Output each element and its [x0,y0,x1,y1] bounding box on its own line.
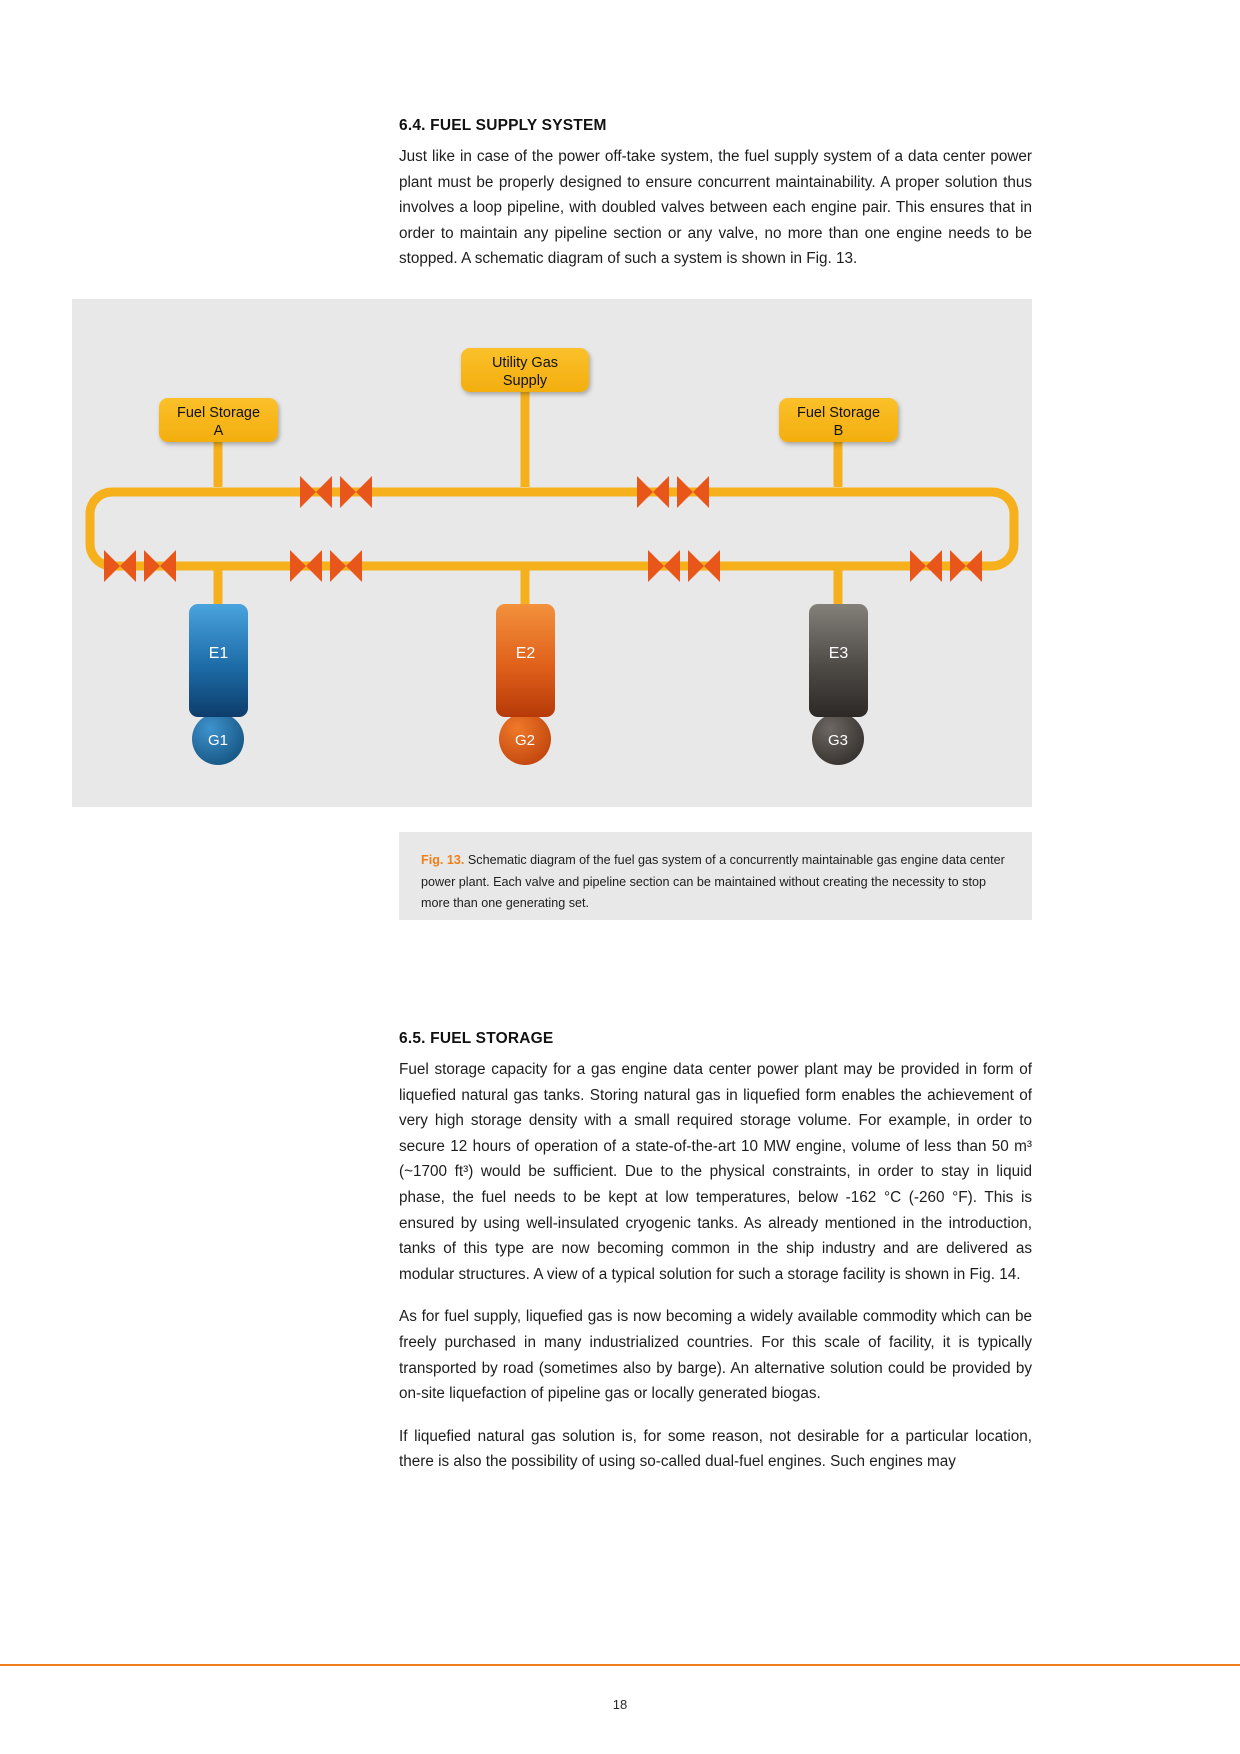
figure-caption-label: Fig. 13. [421,853,465,867]
figure-caption-text: Fig. 13. Schematic diagram of the fuel g… [421,850,1010,915]
engine-unit-2[interactable]: G2 E2 [496,604,555,765]
section-heading-fuel-storage: 6.5. FUEL STORAGE [399,1030,554,1047]
figure-caption-body: Schematic diagram of the fuel gas system… [421,853,1005,910]
valve-group-lower [104,550,982,582]
fuel-storage-b-label-line2: B [834,423,844,439]
section-fuel-storage: 6.5. FUEL STORAGE Fuel storage capacity … [399,1030,1032,1475]
engine-unit-3[interactable]: G3 E3 [809,604,868,765]
valve-lower-1b[interactable] [144,550,176,582]
valve-lower-4a[interactable] [910,550,942,582]
engine-e3-body[interactable] [809,604,868,717]
footer-rule [0,1664,1240,1666]
engine-e2-label: E2 [516,645,536,662]
valve-upper-1a[interactable] [300,476,332,508]
pipe-network [85,389,1019,604]
valve-upper-2b[interactable] [677,476,709,508]
source-fuel-storage-a[interactable]: Fuel Storage A [159,398,278,442]
valve-lower-1a[interactable] [104,550,136,582]
fuel-storage-a-box[interactable] [159,398,278,442]
fuel-system-schematic: Fuel Storage A Utility Gas Supply Fuel S… [85,348,1019,765]
source-utility-gas-supply[interactable]: Utility Gas Supply [461,348,589,392]
figure-13-panel: Fuel Storage A Utility Gas Supply Fuel S… [72,299,1032,807]
page-number: 18 [612,1697,628,1712]
section-heading-fuel-supply: 6.4. FUEL SUPPLY SYSTEM [399,117,607,134]
engine-e2-body[interactable] [496,604,555,717]
valve-lower-3a[interactable] [648,550,680,582]
utility-gas-supply-box[interactable] [461,348,589,392]
utility-gas-supply-label-line2: Supply [503,373,548,389]
valve-lower-2b[interactable] [330,550,362,582]
paragraph-fuel-storage-2: As for fuel supply, liquefied gas is now… [399,1308,1032,1403]
utility-gas-supply-label-line1: Utility Gas [492,355,558,371]
engine-e1-label: E1 [209,645,229,662]
paragraph-fuel-storage-1: Fuel storage capacity for a gas engine d… [399,1061,1032,1283]
fuel-storage-b-label-line1: Fuel Storage [797,405,880,421]
figure-13-caption: Fig. 13. Schematic diagram of the fuel g… [399,832,1032,920]
valve-upper-2a[interactable] [637,476,669,508]
valve-lower-3b[interactable] [688,550,720,582]
engine-e3-label: E3 [829,645,849,662]
pipe-loop-left-bend [85,487,113,571]
valve-upper-1b[interactable] [340,476,372,508]
pipe-loop-right-bend [991,487,1019,571]
generator-g2-label: G2 [515,732,535,749]
generator-g1[interactable] [192,713,244,765]
engine-unit-1[interactable]: G1 E1 [189,604,248,765]
valve-lower-4b[interactable] [950,550,982,582]
fuel-storage-b-box[interactable] [779,398,898,442]
section-fuel-supply: 6.4. FUEL SUPPLY SYSTEM Just like in cas… [399,117,1032,272]
generator-g1-label: G1 [208,732,228,749]
engine-e1-body[interactable] [189,604,248,717]
valve-lower-2a[interactable] [290,550,322,582]
fuel-storage-a-label-line1: Fuel Storage [177,405,260,421]
generator-g2[interactable] [499,713,551,765]
generator-g3-label: G3 [828,732,848,749]
fuel-storage-a-label-line2: A [214,423,224,439]
paragraph-fuel-supply-1: Just like in case of the power off-take … [399,148,1032,268]
source-fuel-storage-b[interactable]: Fuel Storage B [779,398,898,442]
paragraph-fuel-storage-3: If liquefied natural gas solution is, fo… [399,1427,1032,1471]
valve-group-upper [300,476,709,508]
generator-g3[interactable] [812,713,864,765]
